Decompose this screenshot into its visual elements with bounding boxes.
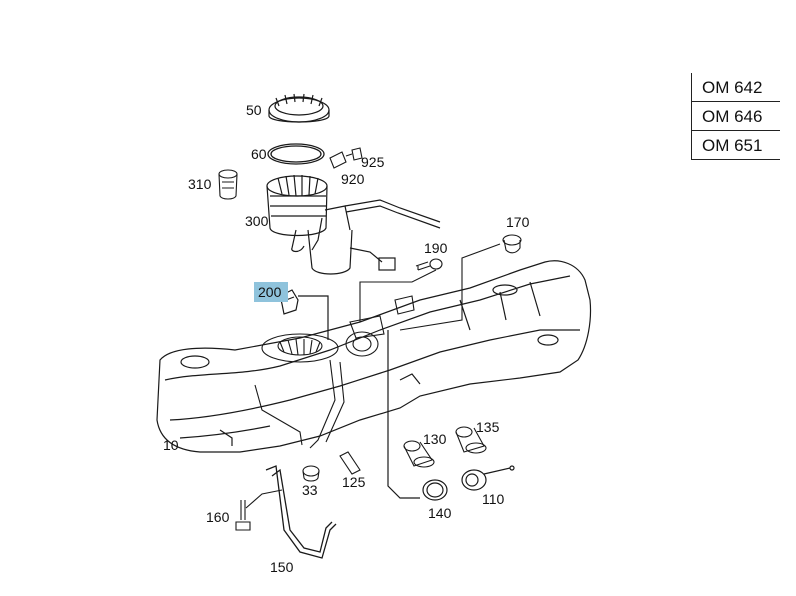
part-label-310[interactable]: 310 bbox=[188, 176, 212, 192]
part-label-170[interactable]: 170 bbox=[506, 214, 530, 230]
part-label-925[interactable]: 925 bbox=[361, 154, 385, 170]
part-label-10[interactable]: 10 bbox=[163, 437, 179, 453]
part-label-110[interactable]: 110 bbox=[482, 491, 505, 507]
engine-option-om642[interactable]: OM 642 bbox=[692, 73, 780, 102]
part-label-33[interactable]: 33 bbox=[302, 482, 318, 498]
engine-option-om646[interactable]: OM 646 bbox=[692, 102, 780, 131]
fuel-pump-module-drawing[interactable] bbox=[266, 174, 441, 275]
sleeve-125-drawing[interactable] bbox=[339, 451, 361, 475]
part-label-300[interactable]: 300 bbox=[245, 213, 269, 229]
clamping-ring-drawing[interactable] bbox=[268, 93, 330, 123]
tank-pump-opening bbox=[261, 333, 339, 363]
part-label-60[interactable]: 60 bbox=[251, 146, 267, 162]
engine-variant-table: OM 642 OM 646 OM 651 bbox=[691, 73, 780, 160]
part-label-135[interactable]: 135 bbox=[476, 419, 500, 435]
coupling-130-drawing[interactable] bbox=[403, 440, 435, 468]
highlight-box-200 bbox=[254, 282, 288, 302]
part-label-160[interactable]: 160 bbox=[206, 509, 230, 525]
part-label-150[interactable]: 150 bbox=[270, 559, 294, 575]
bolt-160-drawing[interactable] bbox=[235, 489, 283, 531]
strap-150-drawing[interactable] bbox=[265, 465, 337, 559]
engine-option-om651[interactable]: OM 651 bbox=[692, 131, 780, 160]
part-label-190[interactable]: 190 bbox=[424, 240, 448, 256]
seal-ring-drawing[interactable] bbox=[267, 143, 325, 165]
filter-element-drawing[interactable] bbox=[218, 169, 238, 200]
part-label-140[interactable]: 140 bbox=[428, 505, 452, 521]
connector-drawing[interactable] bbox=[329, 147, 363, 169]
part-label-130[interactable]: 130 bbox=[423, 431, 447, 447]
part-label-920[interactable]: 920 bbox=[341, 171, 365, 187]
fuel-tank-drawing[interactable] bbox=[156, 260, 592, 453]
spacer-33-drawing[interactable] bbox=[302, 465, 320, 482]
fuel-lines bbox=[254, 359, 345, 449]
screw-190-drawing[interactable] bbox=[359, 258, 443, 322]
part-label-50[interactable]: 50 bbox=[246, 102, 262, 118]
part-label-125[interactable]: 125 bbox=[342, 474, 366, 490]
part-label-200[interactable]: 200 bbox=[258, 284, 282, 300]
tank-filler-neck bbox=[345, 295, 415, 357]
coupling-135-drawing[interactable] bbox=[455, 426, 487, 454]
cap-110-drawing[interactable] bbox=[461, 465, 515, 491]
grommet-170-drawing[interactable] bbox=[399, 234, 522, 331]
clamp-140-drawing[interactable] bbox=[387, 330, 448, 501]
